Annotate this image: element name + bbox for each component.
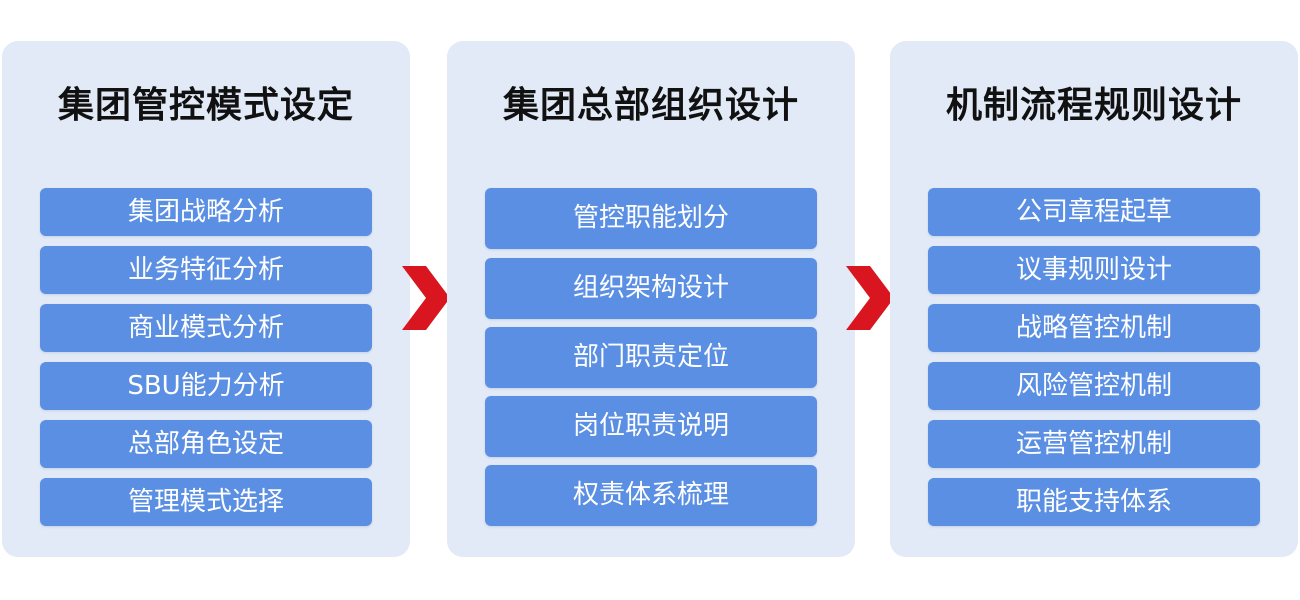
list-item: 集团战略分析 [40, 188, 372, 236]
list-item: 管理模式选择 [40, 478, 372, 526]
list-item: 职能支持体系 [928, 478, 1260, 526]
panel-title: 集团管控模式设定 [57, 85, 354, 126]
list-item: 运营管控机制 [928, 420, 1260, 468]
panel-group-control-mode: 集团管控模式设定 集团战略分析 业务特征分析 商业模式分析 SBU能力分析 总部… [2, 41, 410, 557]
list-item: SBU能力分析 [40, 362, 372, 410]
chevron-right-icon [846, 266, 894, 330]
list-item: 管控职能划分 [485, 188, 817, 249]
list-item: 权责体系梳理 [485, 465, 817, 526]
list-item: 战略管控机制 [928, 304, 1260, 352]
chevron-right-icon [402, 266, 450, 330]
list-item: 业务特征分析 [40, 246, 372, 294]
list-item: 部门职责定位 [485, 327, 817, 388]
list-item: 总部角色设定 [40, 420, 372, 468]
panel-title: 机制流程规则设计 [945, 85, 1242, 126]
list-item: 岗位职责说明 [485, 396, 817, 457]
list-item: 商业模式分析 [40, 304, 372, 352]
list-item: 议事规则设计 [928, 246, 1260, 294]
panel-mechanism-process-design: 机制流程规则设计 公司章程起草 议事规则设计 战略管控机制 风险管控机制 运营管… [890, 41, 1298, 557]
panel-title: 集团总部组织设计 [502, 85, 799, 126]
panel-hq-org-design: 集团总部组织设计 管控职能划分 组织架构设计 部门职责定位 岗位职责说明 权责体… [447, 41, 855, 557]
list-item: 风险管控机制 [928, 362, 1260, 410]
list-item: 公司章程起草 [928, 188, 1260, 236]
list-item: 组织架构设计 [485, 258, 817, 319]
